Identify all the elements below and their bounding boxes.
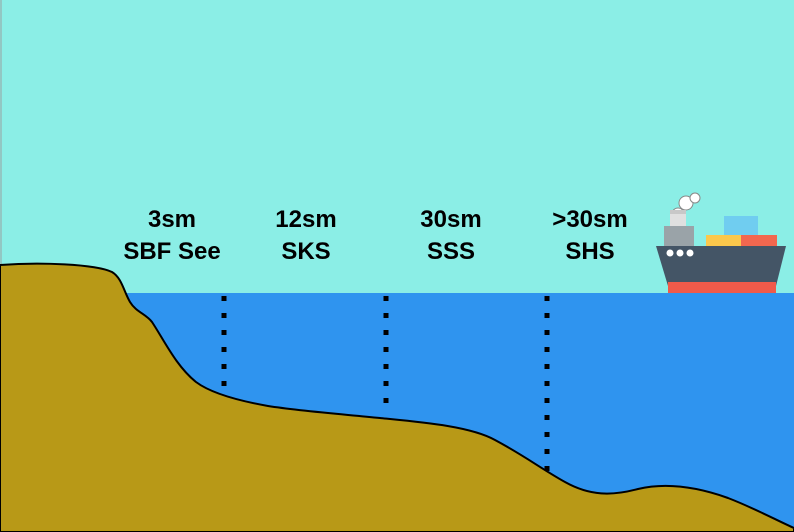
zone-label-1: 3sm SBF See bbox=[92, 204, 252, 268]
coastline-seabed bbox=[0, 262, 794, 532]
zone-distance: 3sm bbox=[147, 206, 197, 233]
zone-label-4: >30sm SHS bbox=[510, 204, 670, 268]
zone-label-2: 12sm SKS bbox=[226, 204, 386, 268]
zone-name: SSS bbox=[426, 238, 476, 265]
zone-distance: >30sm bbox=[552, 206, 628, 233]
cargo-ship-icon bbox=[656, 192, 786, 293]
sky bbox=[0, 0, 794, 294]
zone-distance: 30sm bbox=[420, 206, 482, 233]
zone-distance: 12sm bbox=[275, 206, 337, 233]
zone-name: SKS bbox=[281, 238, 331, 265]
zone-label-3: 30sm SSS bbox=[371, 204, 531, 268]
zone-name: SBF See bbox=[123, 238, 221, 265]
zone-name: SHS bbox=[565, 238, 615, 265]
